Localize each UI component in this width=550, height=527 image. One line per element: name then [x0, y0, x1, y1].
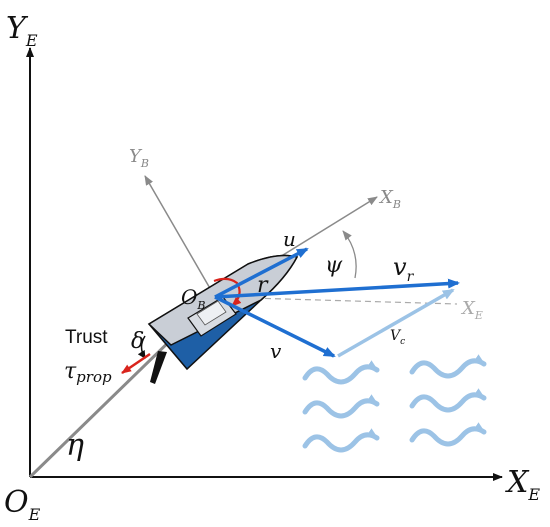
- earth-y-label: YE: [6, 11, 38, 50]
- origin-label: OE: [4, 485, 41, 524]
- wave-arrow: [409, 422, 487, 447]
- yaw-rate-arrow: [213, 277, 242, 307]
- wave-arrow: [409, 388, 487, 413]
- yaw-rate-label: r: [257, 273, 269, 298]
- wave-arrow: [302, 360, 380, 385]
- body-origin-label: OB: [181, 285, 206, 312]
- wave-arrow: [409, 354, 487, 379]
- sway-label: v: [270, 339, 282, 363]
- thrust-arrow: [121, 352, 151, 375]
- rudder-label: δ: [131, 329, 144, 354]
- rudder-angle-arc: [137, 335, 146, 359]
- body-y-axis: [144, 175, 216, 298]
- earth-x-label: XE: [505, 465, 540, 504]
- ship: [147, 254, 299, 384]
- wave-arrow: [302, 394, 380, 419]
- ship-cabin-window: [196, 300, 227, 326]
- relative-velocity-label: vr: [393, 253, 415, 285]
- surge-label: u: [283, 227, 296, 251]
- body-y-label: YB: [129, 146, 149, 170]
- heading-label: ψ: [325, 253, 343, 278]
- thrust-title: Trust: [65, 327, 108, 348]
- current-velocity-arrow: [337, 288, 455, 358]
- surge-velocity-arrow: [214, 247, 309, 299]
- current-label: Vc: [390, 328, 405, 347]
- body-x-label: XB: [378, 187, 401, 211]
- wave-arrow: [302, 428, 380, 453]
- position-label: η: [66, 428, 84, 463]
- thrust-symbol-label: τprop: [64, 359, 112, 386]
- relative-velocity-arrow: [214, 278, 460, 299]
- wave-field: [302, 354, 487, 453]
- ship-rudder: [150, 351, 167, 384]
- heading-angle-arc: [342, 230, 357, 279]
- sway-velocity-arrow: [214, 295, 336, 358]
- reference-x-label: XE: [460, 298, 483, 322]
